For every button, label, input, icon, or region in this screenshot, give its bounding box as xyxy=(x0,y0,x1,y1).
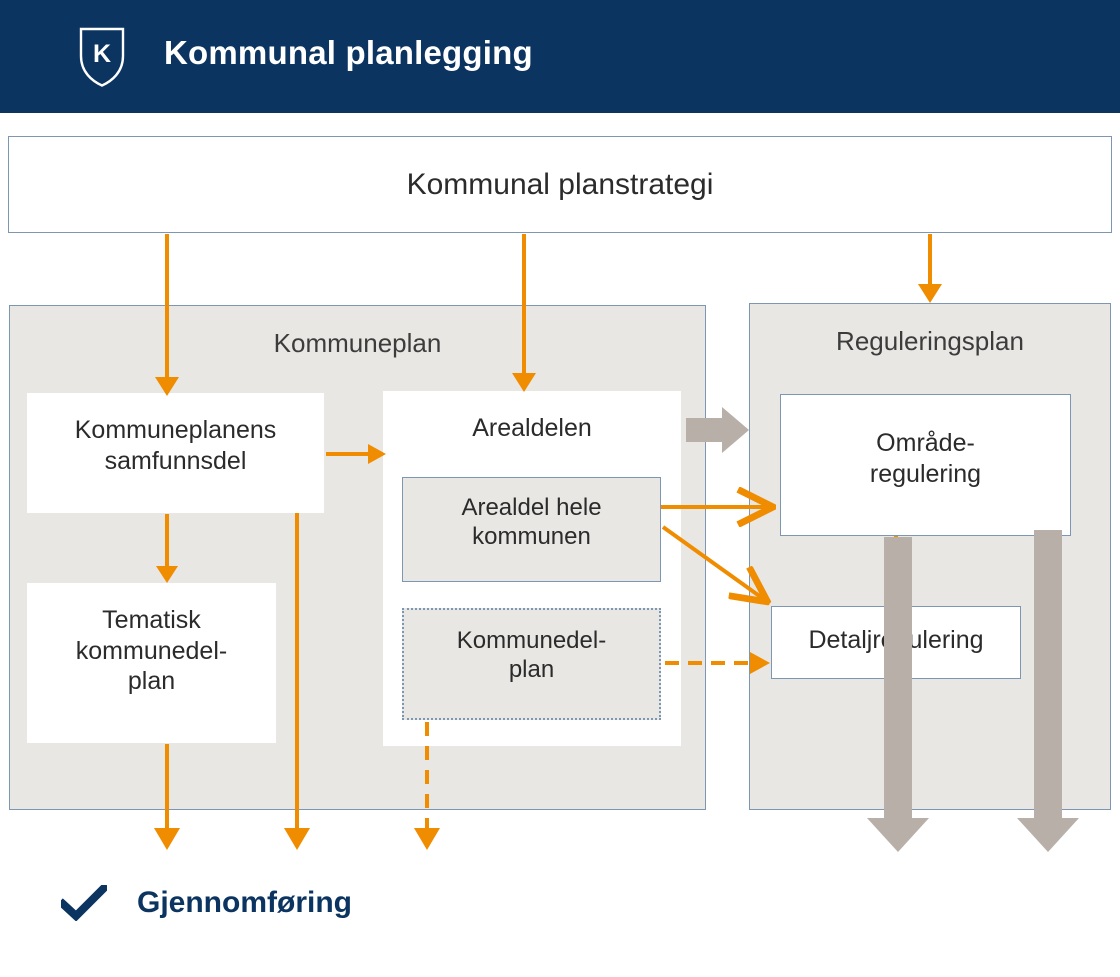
bar-label-gjennomforing: Gjennomføring xyxy=(137,886,352,919)
box-detaljregulering[interactable]: Detaljregulering xyxy=(771,606,1021,679)
container-title-reguleringsplan: Reguleringsplan xyxy=(836,326,1024,356)
shield-k-icon: K xyxy=(78,26,126,88)
box-label: Detaljregulering xyxy=(808,626,984,654)
container-reguleringsplan[interactable] xyxy=(749,303,1111,810)
page-title: Kommunal planlegging xyxy=(164,34,533,71)
checkmark-icon xyxy=(57,882,110,922)
container-title-kommuneplan: Kommuneplan xyxy=(273,328,442,358)
arrow-strategy-to-reguleringsplan xyxy=(918,234,942,303)
box-label: Område-regulering xyxy=(869,429,982,488)
box-omraaderegulering[interactable]: Område-regulering xyxy=(780,394,1071,536)
box-label: Kommunedel-plan xyxy=(456,627,607,684)
box-label: Kommunal planstrategi xyxy=(406,168,714,201)
page-header: K Kommunal planlegging xyxy=(0,0,1120,113)
box-kommunal-planstrategi[interactable]: Kommunal planstrategi xyxy=(8,136,1112,233)
box-label: Arealdelen xyxy=(472,414,592,442)
box-kommunedelplan[interactable]: Kommunedel-plan xyxy=(402,608,661,720)
svg-text:K: K xyxy=(93,40,111,68)
